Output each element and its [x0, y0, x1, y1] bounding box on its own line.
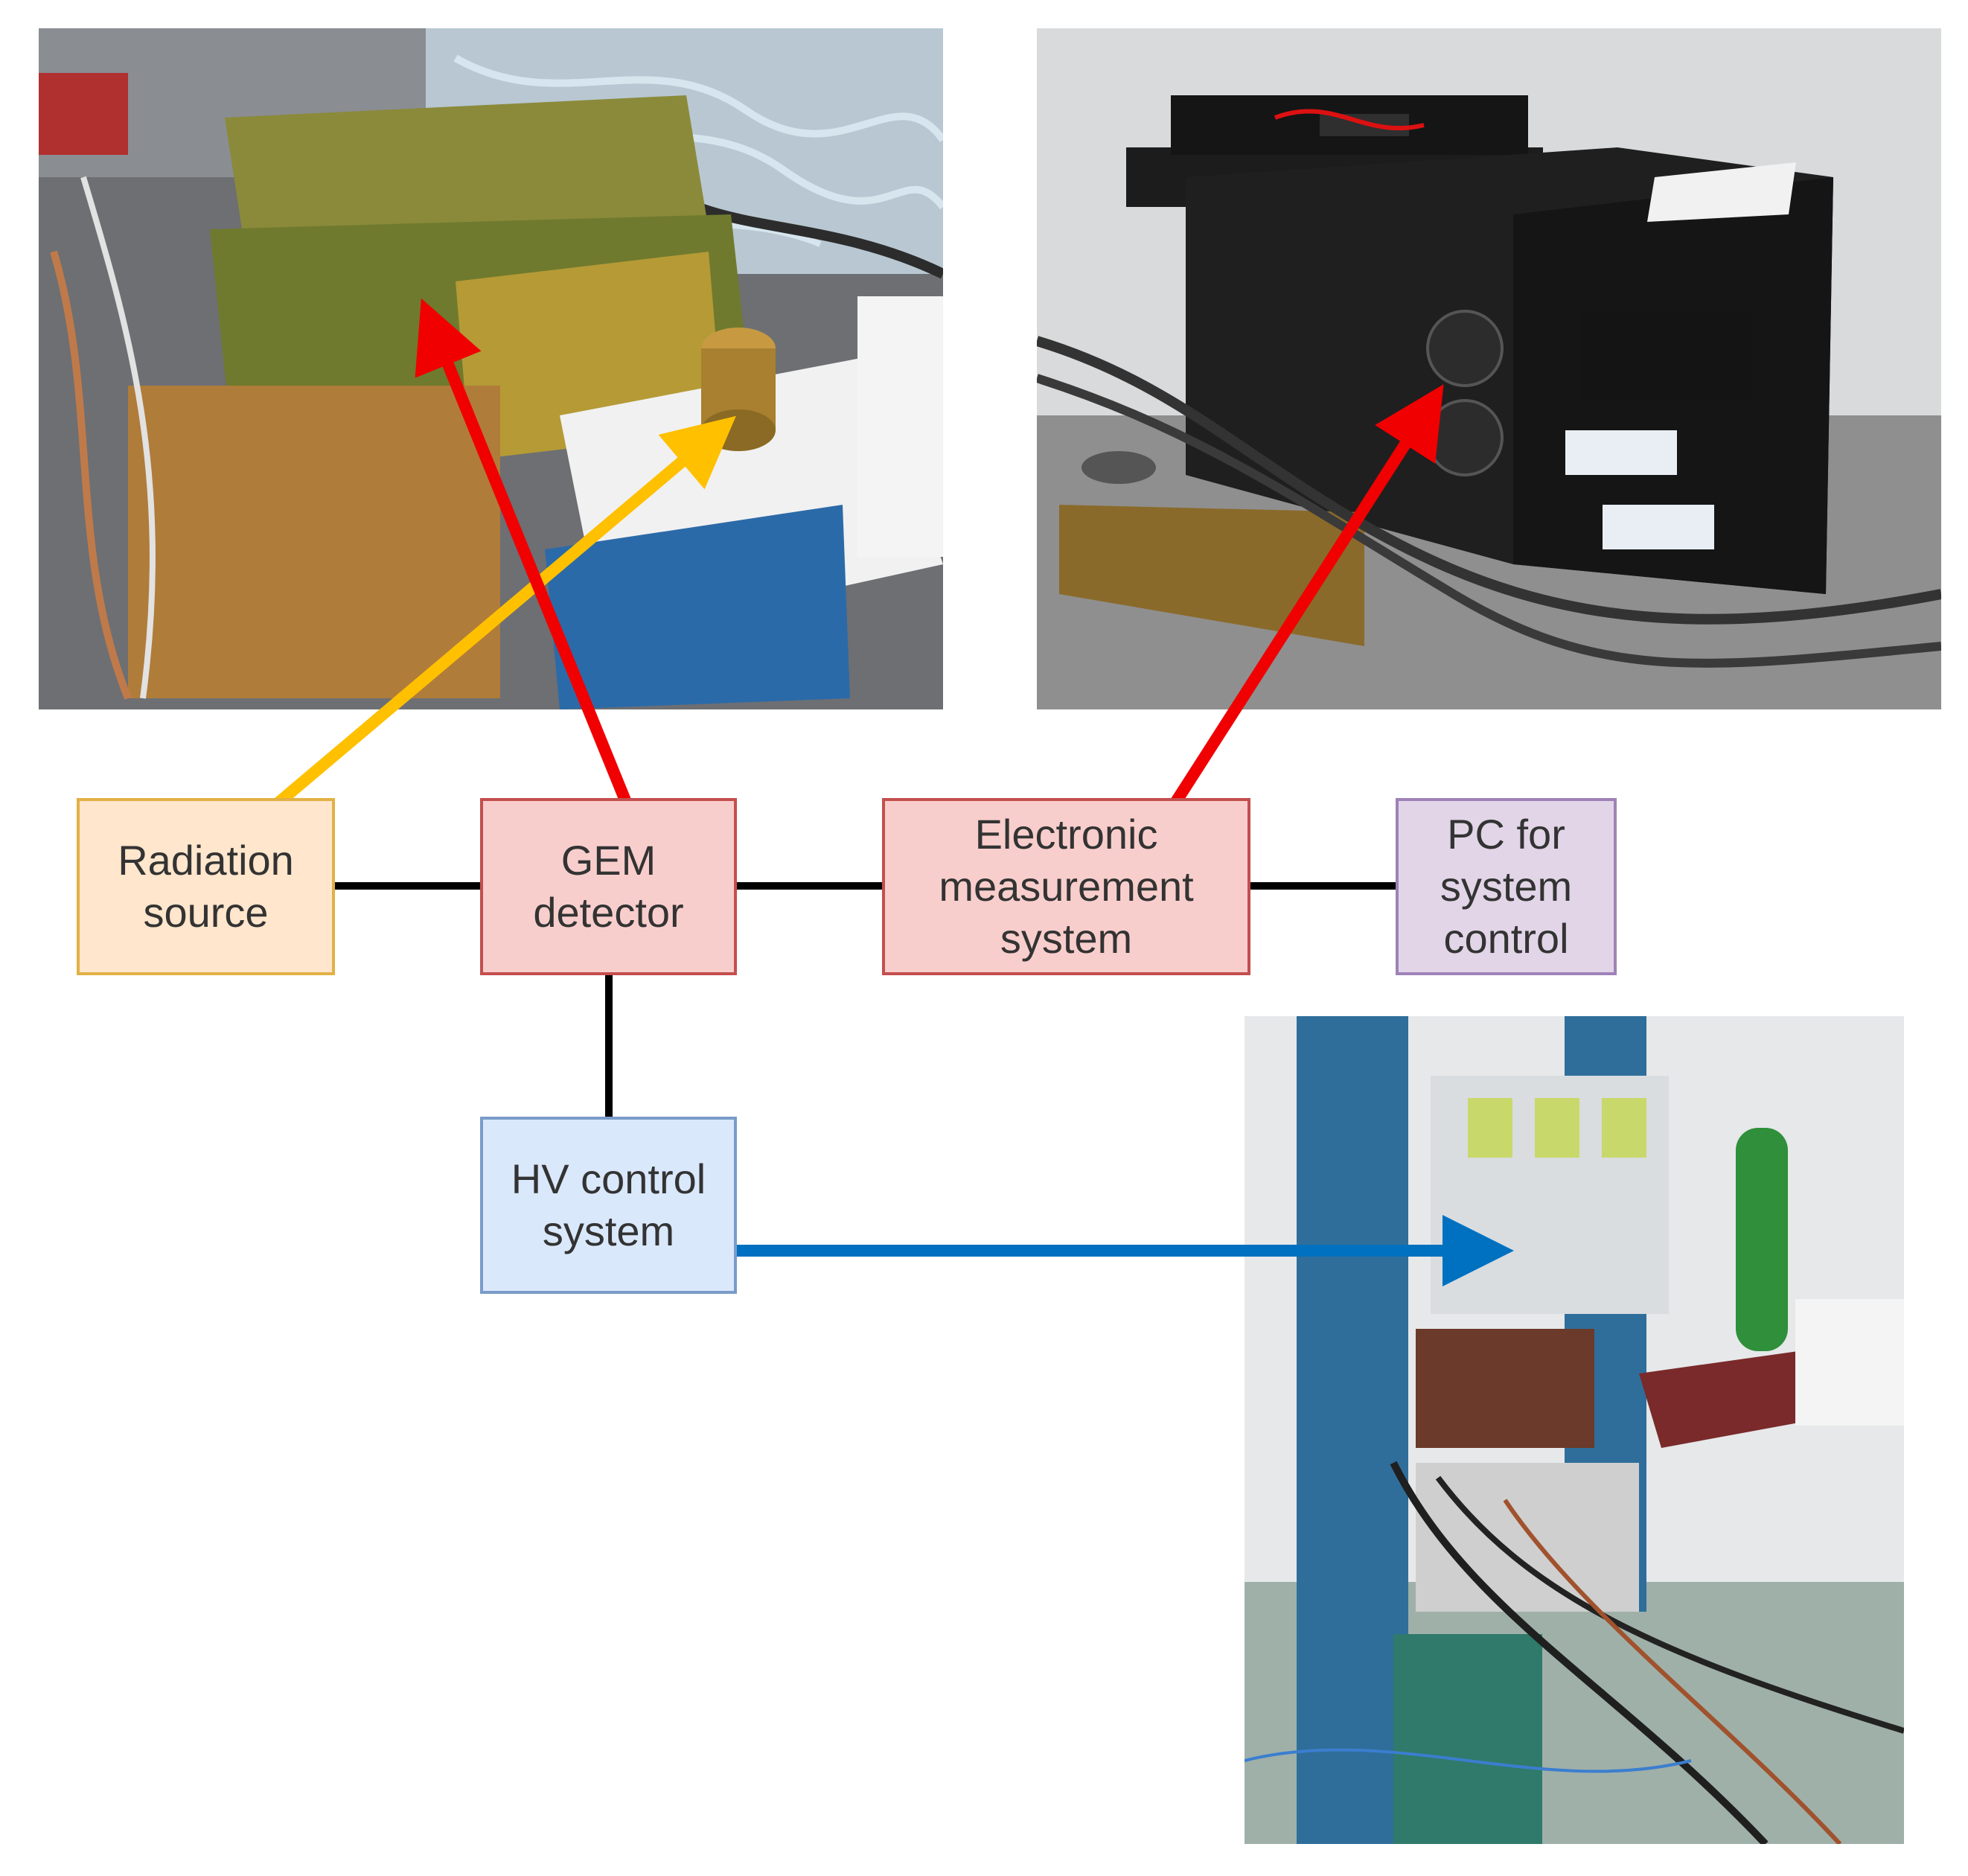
- pc-control-label: PC for system control: [1440, 811, 1573, 962]
- arrow-radiation-to-photo: [272, 415, 736, 809]
- pc-control-box: PC for system control: [1396, 798, 1617, 975]
- hv-control-label: HV control system: [511, 1155, 706, 1254]
- photo-hv-rack: [1245, 1016, 1904, 1844]
- hv-control-box: HV control system: [480, 1117, 737, 1294]
- electronic-measurement-box: Electronic measurement system: [882, 798, 1250, 975]
- arrow-gem-to-photo: [415, 298, 631, 803]
- radiation-source-label: Radiation source: [118, 837, 294, 936]
- arrow-electronic-to-photo: [1169, 384, 1444, 808]
- electronic-measurement-label: Electronic measurement system: [939, 811, 1194, 962]
- gem-detector-box: GEM detector: [480, 798, 737, 975]
- gem-detector-label: GEM detector: [533, 837, 684, 936]
- photo-gem-setup: [39, 28, 943, 709]
- photo-electronics: [1037, 28, 1941, 709]
- radiation-source-box: Radiation source: [77, 798, 335, 975]
